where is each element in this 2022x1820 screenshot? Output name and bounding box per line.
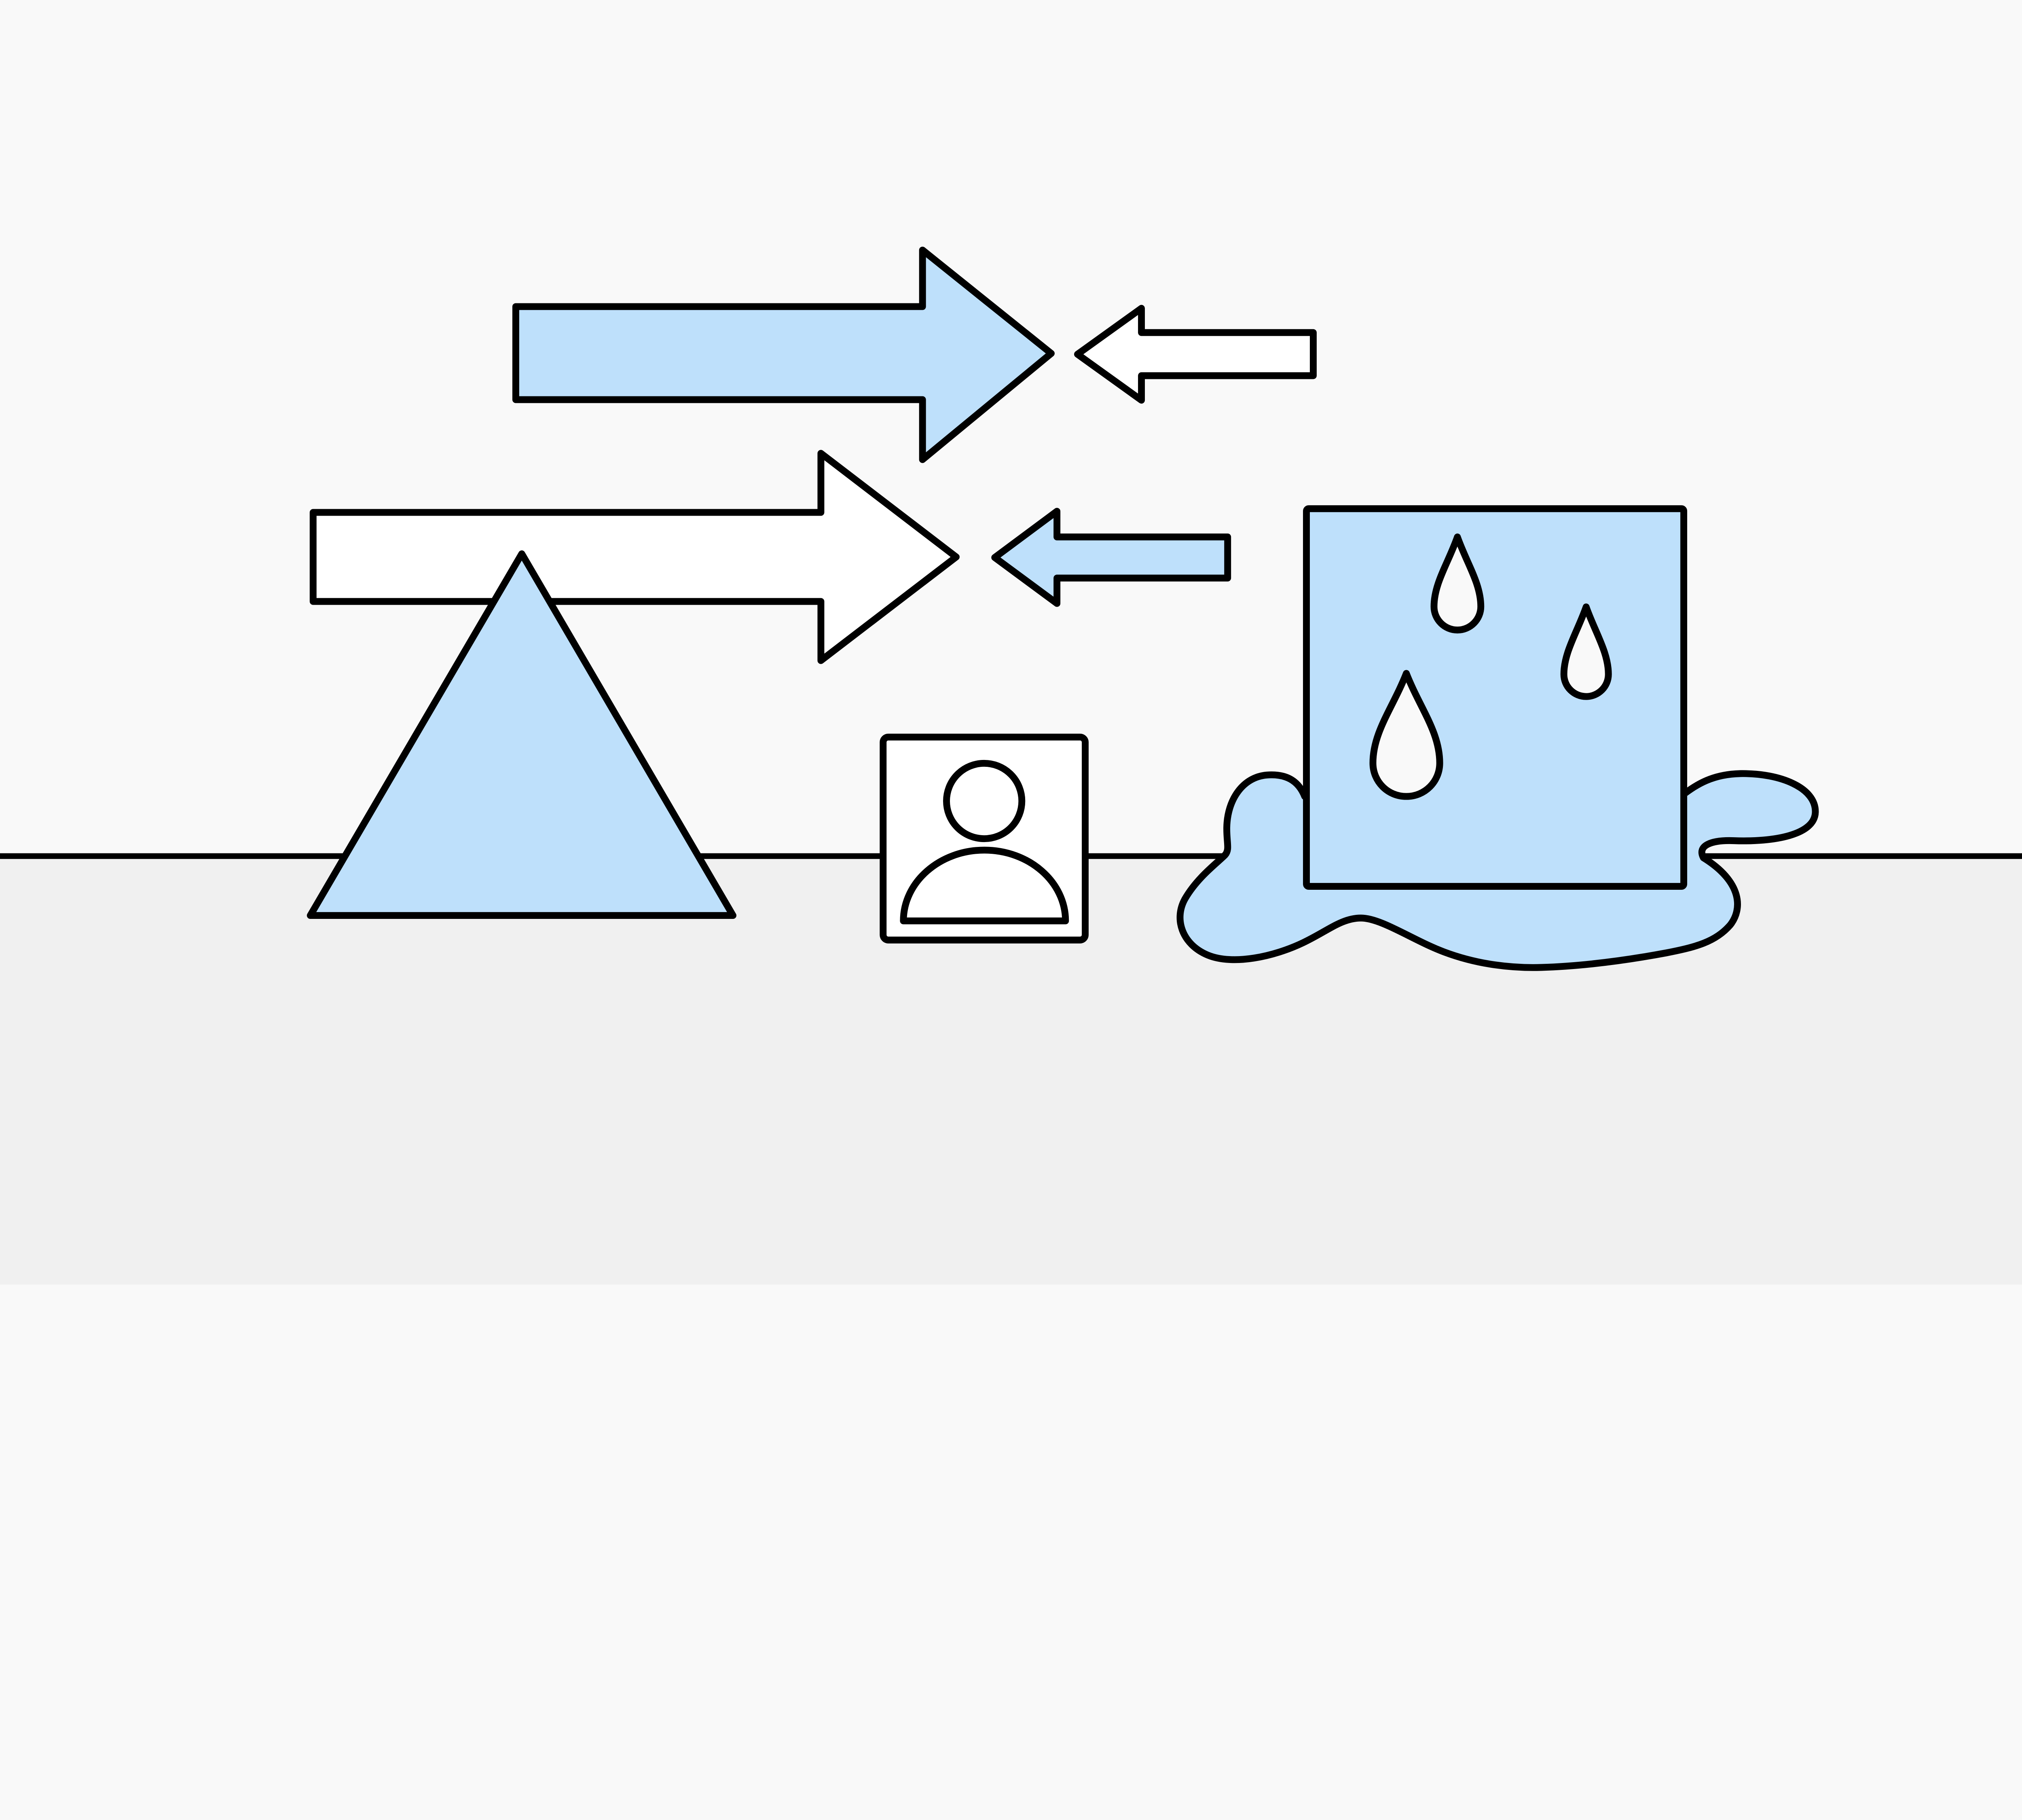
droplet-icon-1 <box>1430 533 1485 634</box>
background-sky <box>0 0 2022 856</box>
droplet-icon-2 <box>1560 603 1612 700</box>
blue-triangle-icon <box>307 550 737 919</box>
small-blue-left-arrow-icon <box>991 508 1231 607</box>
illustration-canvas <box>0 0 2022 971</box>
melting-square-body <box>1303 505 1688 890</box>
avatar-card <box>880 733 1089 944</box>
melting-square <box>1303 505 1688 890</box>
large-blue-right-arrow-icon <box>512 246 1055 463</box>
droplet-icon-3 <box>1369 670 1443 800</box>
large-white-right-arrow-icon <box>309 450 960 664</box>
avatar-head-icon <box>943 760 1026 842</box>
scene-svg <box>0 0 2022 971</box>
small-white-left-arrow-icon <box>1074 305 1317 404</box>
avatar-shoulders-icon <box>900 847 1069 925</box>
